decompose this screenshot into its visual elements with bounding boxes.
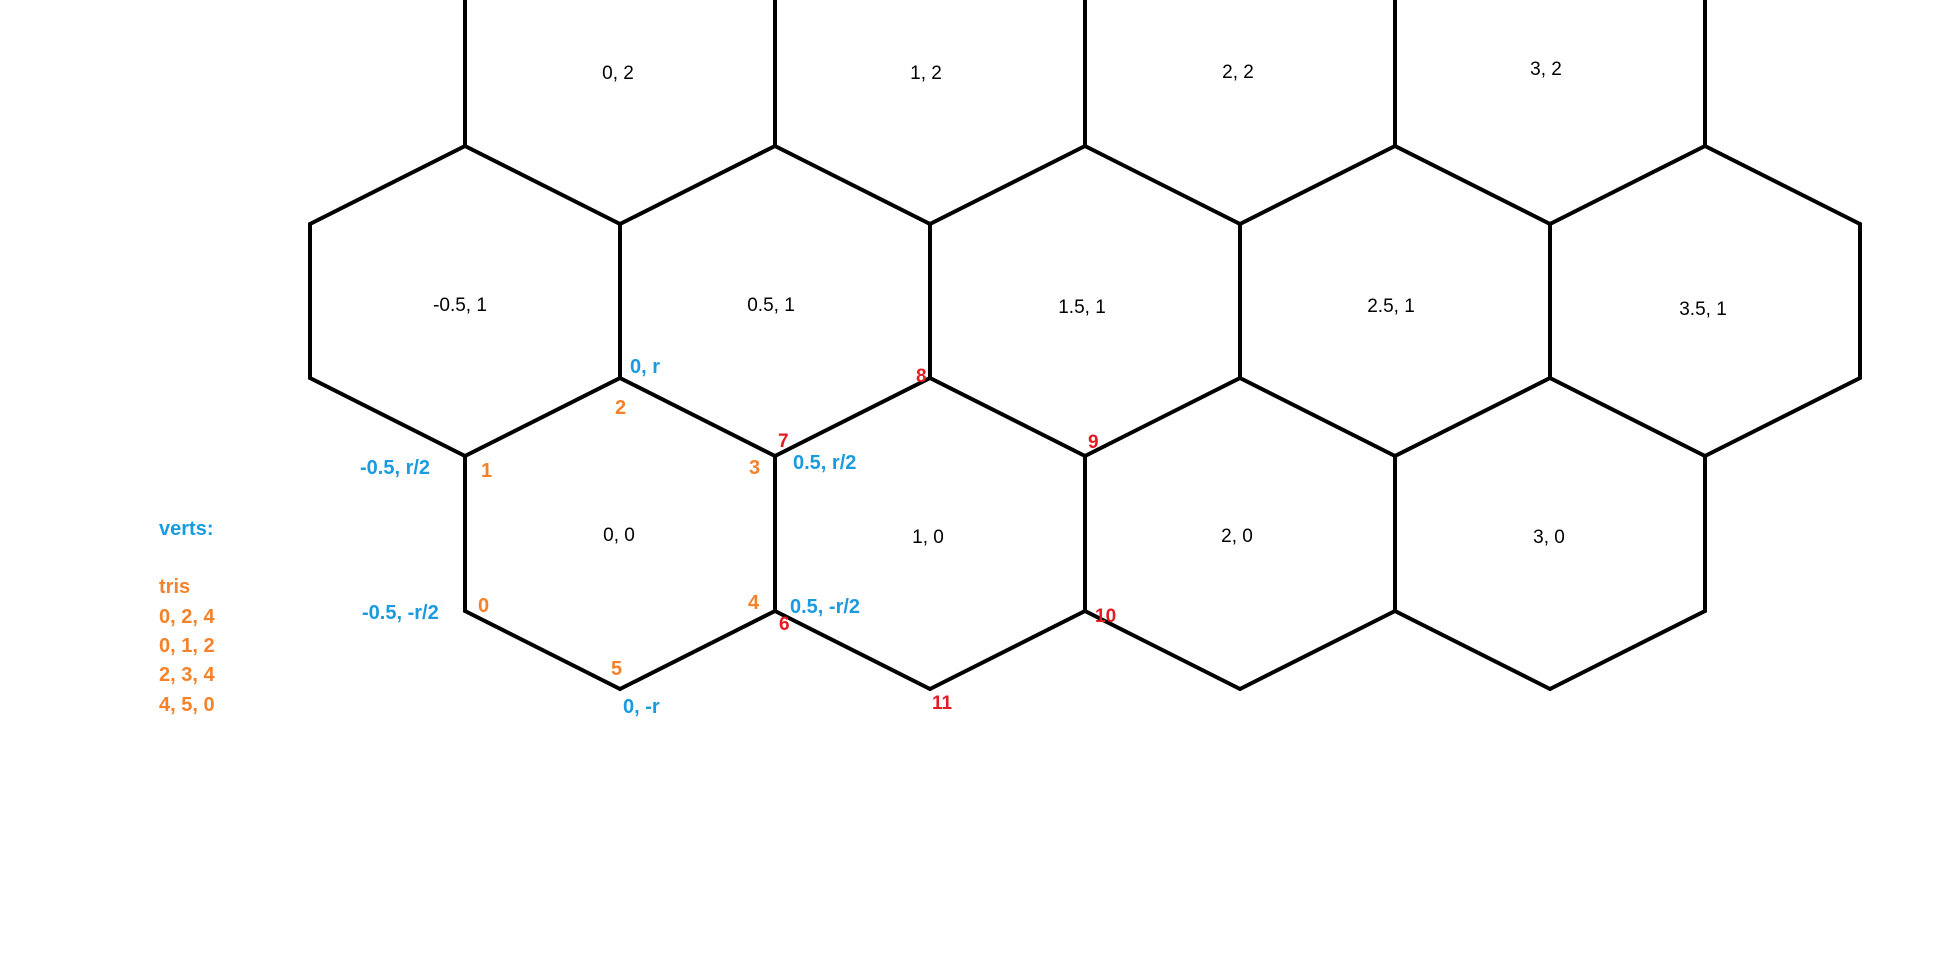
hex-label: 0.5, 1 [747, 295, 795, 316]
hex-edge [1083, 376, 1242, 458]
hex-edge [1703, 376, 1862, 458]
hex-edge [1238, 376, 1397, 458]
vertex-index: 5 [611, 658, 622, 680]
tri-entry: 0, 2, 4 [159, 606, 215, 628]
hex-edge [308, 376, 467, 458]
hex-label: 1, 0 [912, 527, 944, 548]
hex-edge [463, 376, 622, 458]
hex-edge [1548, 144, 1707, 226]
hex-edge [928, 376, 1087, 458]
hex-edge [928, 144, 1087, 226]
hex-edge [773, 376, 932, 458]
hex-label: 3.5, 1 [1679, 299, 1727, 320]
vertex-index: 0 [478, 595, 489, 617]
hex-edge [928, 609, 1087, 691]
hex-edge [618, 609, 777, 691]
vertex-index: 6 [779, 614, 790, 635]
hex-edge [618, 376, 777, 458]
vertex-index: 11 [932, 693, 953, 714]
hex-edge [1238, 144, 1397, 226]
vertex-coord-top-right: 0.5, r/2 [793, 452, 856, 474]
hex-edge [1548, 609, 1707, 691]
hex-edge [1393, 609, 1552, 691]
hex-edge [1393, 376, 1552, 458]
verts-heading: verts: [159, 518, 213, 540]
vertex-index: 1 [481, 460, 492, 482]
vertex-index: 3 [749, 457, 760, 479]
vertex-index: 9 [1088, 432, 1099, 453]
hex-edges [308, 0, 1862, 691]
hex-edge [773, 144, 932, 226]
vertex-index: 7 [778, 431, 789, 452]
hex-edge [1238, 609, 1397, 691]
vertex-coord-top: 0, r [630, 356, 660, 378]
vertex-index: 8 [916, 366, 927, 387]
vertex-coord-top-left: -0.5, r/2 [360, 457, 430, 479]
hex-label: 3, 2 [1530, 59, 1562, 80]
hex-edge [1393, 144, 1552, 226]
hex-edge [308, 144, 467, 226]
hex-label: 2, 2 [1222, 62, 1254, 83]
hex-edge [773, 609, 932, 691]
hex-label: 3, 0 [1533, 527, 1565, 548]
tris-heading: tris [159, 576, 190, 598]
hex-edge [1703, 144, 1862, 226]
tri-entry: 2, 3, 4 [159, 664, 215, 686]
hex-label: 2, 0 [1221, 526, 1253, 547]
vertex-index: 2 [615, 397, 626, 419]
hex-edge [1083, 609, 1242, 691]
hex-edge [463, 609, 622, 691]
vertex-coord-bottom: 0, -r [623, 696, 660, 718]
tri-entry: 0, 1, 2 [159, 635, 215, 657]
hex-label: -0.5, 1 [433, 295, 487, 316]
hex-label: 2.5, 1 [1367, 296, 1415, 317]
hex-edge [1548, 376, 1707, 458]
vertex-coord-bottom-left: -0.5, -r/2 [362, 602, 439, 624]
hex-label: 0, 0 [603, 525, 635, 546]
hex-label: 1.5, 1 [1058, 297, 1106, 318]
hex-edge [618, 144, 777, 226]
tri-entry: 4, 5, 0 [159, 694, 215, 716]
hex-label: 1, 2 [910, 63, 942, 84]
vertex-index: 10 [1095, 606, 1116, 627]
hex-label: 0, 2 [602, 63, 634, 84]
hex-edge [463, 144, 622, 226]
vertex-index: 4 [748, 592, 760, 614]
vertex-coord-bottom-right: 0.5, -r/2 [790, 596, 860, 618]
hex-edge [1083, 144, 1242, 226]
